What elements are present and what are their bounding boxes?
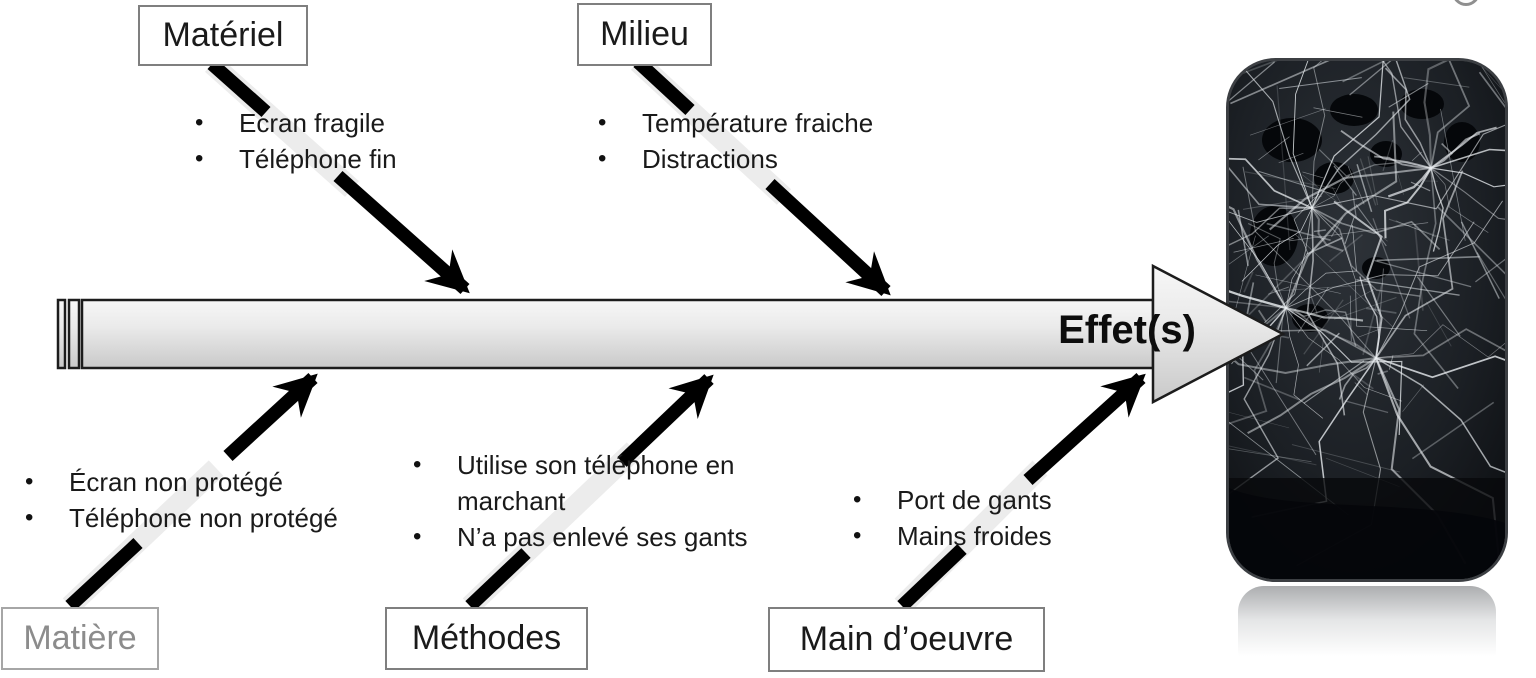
category-label-materiel: Matériel xyxy=(162,16,284,54)
cause-item: • Température fraiche xyxy=(598,105,873,141)
cause-list-matiere: • Écran non protégé • Téléphone non prot… xyxy=(25,464,338,536)
rib-arrows xyxy=(65,57,1146,611)
rib-start-materiel xyxy=(207,58,271,118)
rib-arrow-matiere xyxy=(223,373,318,461)
category-box-methodes: Méthodes xyxy=(385,607,588,670)
bullet-icon: • xyxy=(853,522,862,549)
rib-arrow-main-doeuvre xyxy=(1023,372,1146,486)
cause-item: • N’a pas enlevé ses gants xyxy=(413,519,767,555)
cause-item: • Mains froides xyxy=(853,518,1052,554)
spine-body xyxy=(80,298,1155,370)
bullet-icon: • xyxy=(195,145,204,172)
category-box-main-doeuvre: Main d’oeuvre xyxy=(768,607,1045,672)
rib-arrow-materiel xyxy=(333,170,470,295)
cause-list-milieu: • Température fraiche • Distractions xyxy=(598,105,873,177)
cause-item: • Port de gants xyxy=(853,482,1052,518)
rib-arrow-methodes xyxy=(617,374,714,467)
cause-item: • Téléphone fin xyxy=(195,141,397,177)
category-box-matiere: Matière xyxy=(1,607,159,670)
bullet-icon: • xyxy=(195,109,204,136)
bullet-icon: • xyxy=(598,109,607,136)
category-label-matiere: Matière xyxy=(23,619,137,657)
bullet-icon: • xyxy=(598,145,607,172)
phone-reflection xyxy=(1238,586,1496,676)
category-box-milieu: Milieu xyxy=(577,3,712,66)
cracked-phone-art xyxy=(1226,58,1508,582)
category-label-milieu: Milieu xyxy=(600,15,689,53)
rib-arrow-milieu xyxy=(765,179,891,296)
category-label-methodes: Méthodes xyxy=(411,619,562,657)
rib-start-methodes xyxy=(465,548,531,611)
category-label-main-doeuvre: Main d’oeuvre xyxy=(799,620,1014,658)
spine-head xyxy=(1151,263,1286,405)
cause-item: • Utilise son téléphone en marchant xyxy=(413,447,767,519)
effect-label: Effet(s) xyxy=(1058,308,1196,352)
cause-item: • Ecran fragile xyxy=(195,105,397,141)
cause-item: • Distractions xyxy=(598,141,873,177)
bullet-icon: • xyxy=(853,486,862,513)
cracked-phone-photo xyxy=(1226,58,1508,582)
cause-list-materiel: • Ecran fragile • Téléphone fin xyxy=(195,105,397,177)
cause-list-main-doeuvre: • Port de gants • Mains froides xyxy=(853,482,1052,554)
spine-arrow xyxy=(56,263,1286,405)
cause-list-methodes: • Utilise son téléphone en marchant • N’… xyxy=(413,447,767,555)
spine-stripe-1 xyxy=(56,298,67,370)
bullet-icon: • xyxy=(413,451,422,478)
cause-item: • Téléphone non protégé xyxy=(25,500,338,536)
rib-start-main-doeuvre xyxy=(897,544,967,611)
bullet-icon: • xyxy=(25,504,34,531)
cause-item: • Écran non protégé xyxy=(25,464,338,500)
bullet-icon: • xyxy=(413,523,422,550)
rib-start-matiere xyxy=(65,538,143,611)
spine-stripe-2 xyxy=(67,298,81,370)
category-box-materiel: Matériel xyxy=(138,5,308,66)
rib-start-milieu xyxy=(633,57,695,115)
bullet-icon: • xyxy=(25,468,34,495)
